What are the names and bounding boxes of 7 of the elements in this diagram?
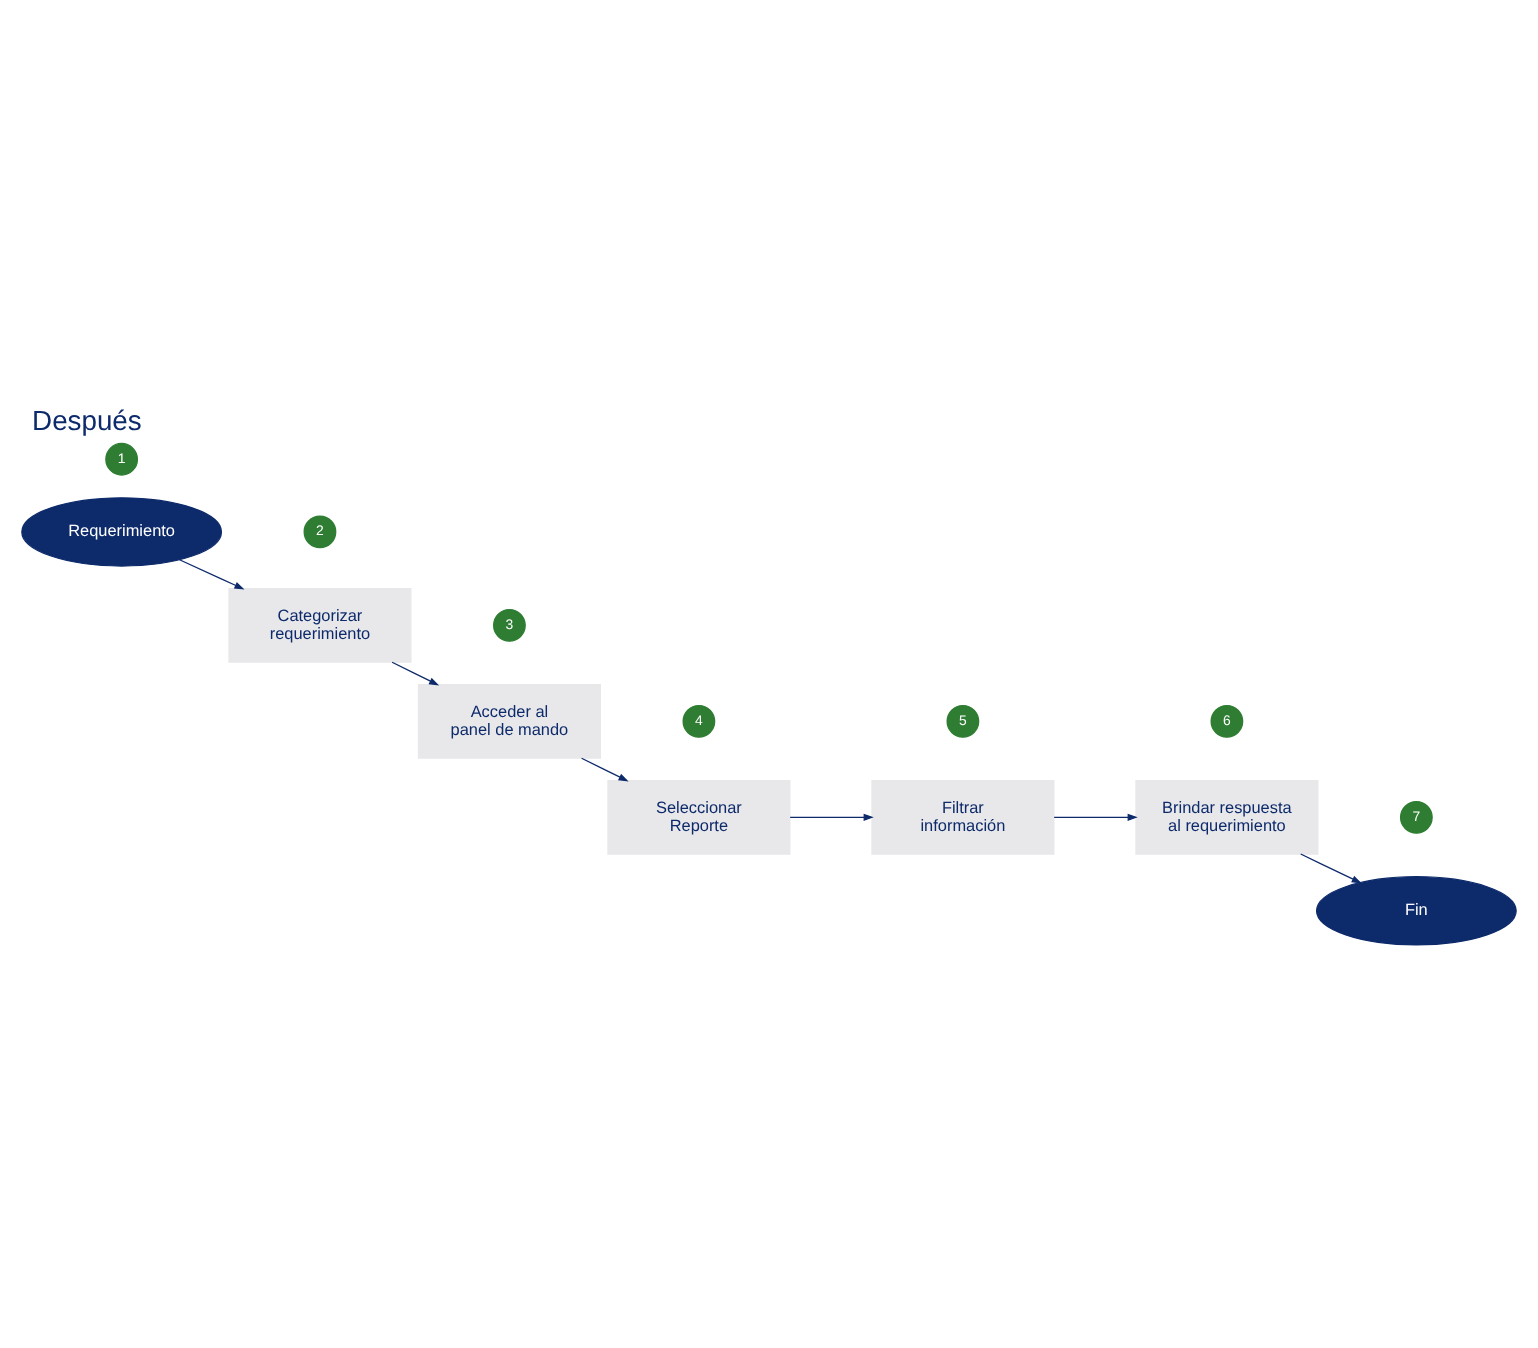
arrow xyxy=(1300,853,1362,884)
arrow xyxy=(580,757,629,782)
arrow xyxy=(391,661,440,686)
arrow xyxy=(789,813,874,821)
diagram-title: Después xyxy=(32,404,142,437)
arrow xyxy=(178,559,245,590)
arrow xyxy=(1053,813,1138,821)
